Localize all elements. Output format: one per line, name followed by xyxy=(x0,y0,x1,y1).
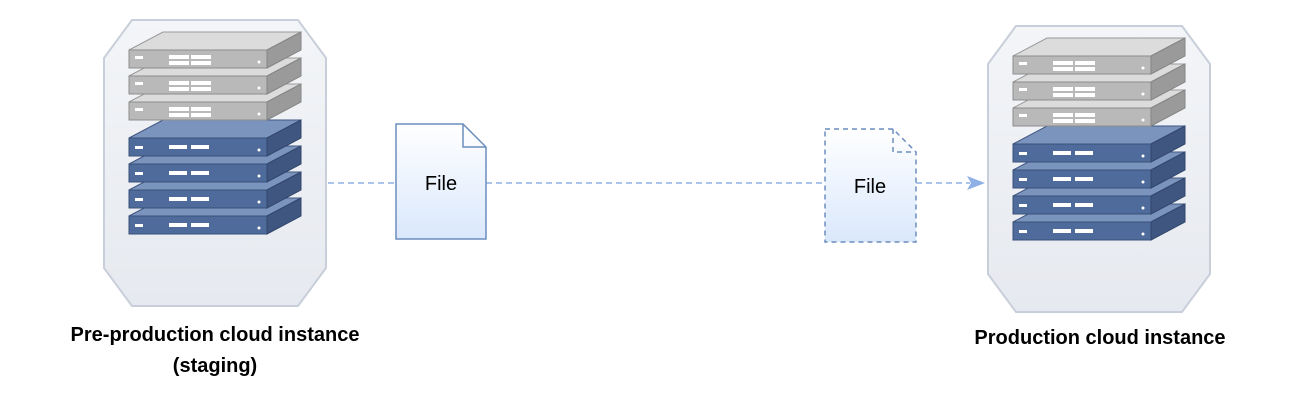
source-file-label: File xyxy=(425,173,457,195)
server-rack-icon-target xyxy=(988,26,1210,312)
arrowhead-icon xyxy=(967,176,985,190)
server-rack-icon-source xyxy=(104,20,326,306)
source-label-line2: (staging) xyxy=(172,355,258,377)
transfer-connector xyxy=(328,176,985,190)
target-label-line1: Production cloud instance xyxy=(974,327,1226,349)
document-icon-transit: File xyxy=(824,128,917,243)
source-node-label: Pre-production cloud instance (staging) xyxy=(20,320,410,382)
target-node-label: Production cloud instance xyxy=(920,323,1280,354)
document-icon-source: File xyxy=(395,123,487,240)
source-label-line1: Pre-production cloud instance xyxy=(70,324,360,346)
transit-file-label: File xyxy=(854,176,886,198)
